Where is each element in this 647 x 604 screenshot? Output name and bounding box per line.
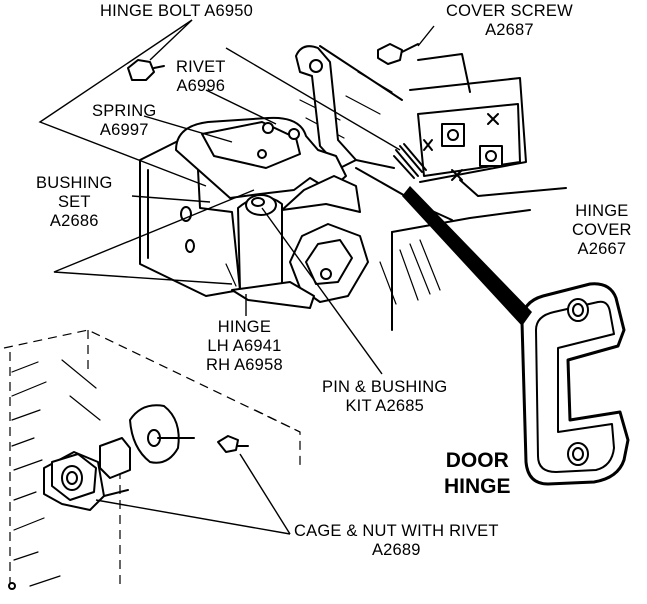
hinge-bolt-upper [127,59,165,81]
label-spring: SPRING A6997 [92,102,156,140]
label-hinge-bolt-line1: HINGE BOLT A6950 [100,2,253,20]
label-hinge-line1: HINGE [217,318,272,336]
leader-lines [38,19,435,535]
label-pin-bushing-line2: KIT A2685 [345,397,425,415]
label-hinge-cover-line3: A2667 [577,240,627,258]
label-cage-nut-line1: CAGE & NUT WITH RIVET [294,522,499,540]
diagram-title: DOOR HINGE [444,448,511,500]
door-panel-outline [3,329,301,590]
label-rivet-line2: A6996 [176,77,226,95]
label-hinge-cover-line1: HINGE [575,202,629,220]
label-spring-line2: A6997 [99,121,149,139]
label-hinge-line3: RH A6958 [206,356,283,374]
door-panel-hatch [11,359,101,587]
label-cover-screw-line1: COVER SCREW [446,2,573,20]
body-structure [299,45,567,331]
label-pin-bushing-line1: PIN & BUSHING [322,378,448,396]
label-cage-nut: CAGE & NUT WITH RIVET A2689 [294,522,499,560]
label-cover-screw: COVER SCREW A2687 [446,2,573,40]
diagram-title-line1: DOOR [445,449,509,472]
label-hinge-cover: HINGE COVER A2667 [572,202,632,259]
label-hinge-line2: LH A6941 [207,337,282,355]
diagram-title-line2: HINGE [444,475,511,498]
hinge-cover-part [520,282,630,486]
cover-pointer-wedge [402,186,532,326]
striker-plate [417,103,521,181]
label-bushing-set: BUSHING SET A2686 [36,174,113,231]
label-bushing-set-line1: BUSHING [36,174,113,192]
label-hinge-bolt: HINGE BOLT A6950 [100,2,253,21]
label-hinge-cover-line2: COVER [572,221,632,239]
hinge-spring-coil [393,143,427,179]
label-cage-nut-line2: A2689 [371,541,421,559]
cover-screw-part [377,43,419,65]
label-cover-screw-line2: A2687 [485,21,534,39]
label-pin-bushing-kit: PIN & BUSHING KIT A2685 [322,378,447,416]
label-bushing-set-line2: SET [57,193,91,211]
label-spring-line1: SPRING [92,102,157,120]
cage-nut-rivet [217,435,249,453]
label-rivet-line1: RIVET [176,58,226,76]
cage-nut-assembly [43,404,195,511]
label-bushing-set-line3: A2686 [49,212,99,230]
label-rivet: RIVET A6996 [176,58,226,96]
label-hinge: HINGE LH A6941 RH A6958 [206,318,283,375]
corner-mark [8,582,16,590]
